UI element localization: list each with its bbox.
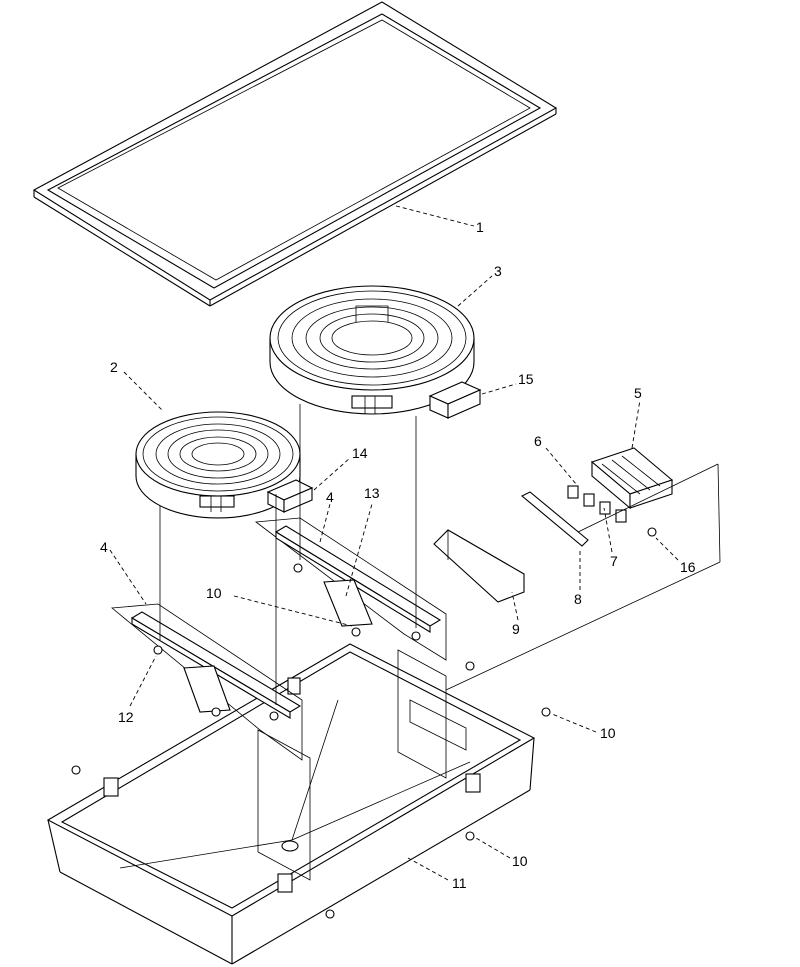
callout-12: 12	[118, 709, 134, 725]
callout-13: 13	[364, 485, 380, 501]
terminal-block	[590, 447, 674, 510]
mounting-bracket-rear	[254, 517, 447, 661]
callout-7: 7	[610, 553, 618, 569]
terminal-block-bracket	[433, 529, 525, 603]
limiter-switch-large	[428, 381, 482, 419]
callout-9: 9	[512, 621, 520, 637]
callout-1: 1	[476, 219, 484, 235]
large-surface-element	[269, 285, 475, 415]
callout-11: 11	[452, 875, 467, 891]
callout-labels: 1 2 3 4 4 5 6 7 8 9 10 10 10 11 12 13 14…	[100, 219, 696, 891]
callout-16: 16	[680, 559, 696, 575]
callout-10-upper: 10	[206, 585, 222, 601]
callout-15: 15	[518, 371, 534, 387]
callout-10-right: 10	[600, 725, 616, 741]
burner-box	[46, 643, 536, 965]
small-surface-element	[135, 411, 301, 519]
callout-4-front: 4	[100, 539, 108, 555]
leader-lines	[109, 205, 679, 881]
mounting-bracket-front	[110, 603, 303, 761]
callout-8: 8	[574, 591, 582, 607]
callout-5: 5	[634, 385, 642, 401]
cooktop-glass-top	[32, 1, 558, 307]
insulator-strip	[521, 491, 589, 547]
assembly-lines	[159, 404, 721, 705]
screw-set	[71, 527, 657, 919]
callout-10-lower: 10	[512, 853, 528, 869]
callout-3: 3	[494, 263, 502, 279]
callout-4-rear: 4	[326, 489, 334, 505]
callout-14: 14	[352, 445, 368, 461]
callout-6: 6	[534, 433, 542, 449]
callout-2: 2	[110, 359, 118, 375]
